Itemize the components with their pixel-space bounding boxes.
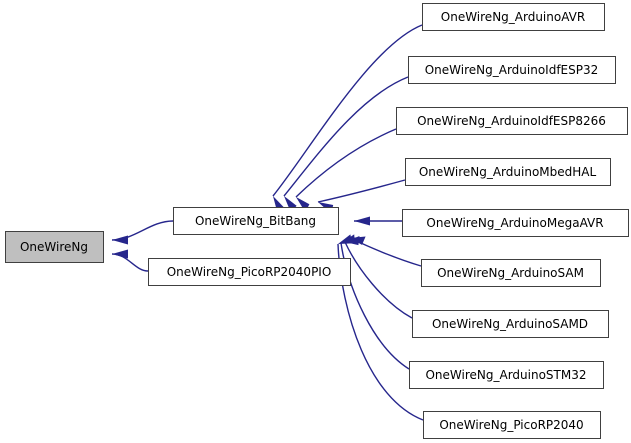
inheritance-arrowhead-icon (112, 249, 128, 259)
node-box[interactable] (396, 107, 628, 135)
node-picorp2040[interactable]: OneWireNg_PicoRP2040 (423, 411, 601, 439)
node-onewireng[interactable]: OneWireNg (5, 231, 104, 263)
node-box[interactable] (422, 3, 605, 31)
node-arduinosamd[interactable]: OneWireNg_ArduinoSAMD (412, 310, 609, 338)
node-bitbang[interactable]: OneWireNg_BitBang (173, 207, 339, 235)
node-label: OneWireNg_ArduinoSAM (437, 266, 584, 280)
node-arduinoavr[interactable]: OneWireNg_ArduinoAVR (422, 3, 605, 31)
node-box[interactable] (408, 56, 616, 84)
node-label: OneWireNg_ArduinoIdfESP8266 (417, 114, 606, 128)
node-label: OneWireNg_PicoRP2040PIO (167, 265, 332, 279)
node-label: OneWireNg_ArduinoAVR (441, 10, 585, 24)
inheritance-arrowhead-icon (354, 216, 370, 226)
edge-line (295, 128, 397, 198)
node-box[interactable] (173, 207, 339, 235)
node-label: OneWireNg_BitBang (195, 214, 316, 228)
node-box[interactable] (421, 259, 601, 287)
node-label: OneWireNg_ArduinoMegaAVR (426, 216, 603, 230)
node-label: OneWireNg_PicoRP2040 (439, 418, 583, 432)
node-arduinombedhal[interactable]: OneWireNg_ArduinoMbedHAL (405, 158, 611, 186)
node-label: OneWireNg_ArduinoSTM32 (425, 368, 586, 382)
inheritance-arrowhead-icon (112, 235, 128, 245)
node-arduinoidfesp8266[interactable]: OneWireNg_ArduinoIdfESP8266 (396, 107, 628, 135)
node-label: OneWireNg_ArduinoSAMD (432, 317, 588, 331)
edge-picorp2040pio-to-onewireng (111, 249, 149, 272)
edge-arduinoidfesp8266-to-bitbang (295, 128, 397, 213)
node-box[interactable] (148, 258, 351, 286)
node-picorp2040pio[interactable]: OneWireNg_PicoRP2040PIO (148, 258, 351, 286)
node-box[interactable] (405, 158, 611, 186)
edge-line (272, 24, 423, 197)
node-arduinomegaavr[interactable]: OneWireNg_ArduinoMegaAVR (402, 209, 629, 237)
edge-arduinoidfesp32-to-bitbang (283, 76, 409, 213)
node-box[interactable] (5, 231, 104, 263)
node-label: OneWireNg_ArduinoMbedHAL (419, 165, 597, 179)
node-box[interactable] (412, 310, 609, 338)
edge-line (317, 179, 406, 203)
edge-arduinosamd-to-bitbang (344, 236, 413, 319)
node-label: OneWireNg_ArduinoIdfESP32 (425, 63, 599, 77)
nodes-layer: OneWireNg OneWireNg_BitBangOneWireNg_Pico… (5, 3, 629, 439)
node-label: OneWireNg (20, 240, 88, 254)
node-box[interactable] (402, 209, 629, 237)
node-arduinoidfesp32[interactable]: OneWireNg_ArduinoIdfESP32 (408, 56, 616, 84)
edge-line (344, 241, 413, 319)
edge-arduinomegaavr-to-bitbang (354, 216, 402, 226)
node-arduinosam[interactable]: OneWireNg_ArduinoSAM (421, 259, 601, 287)
edge-bitbang-to-onewireng (111, 220, 174, 245)
inheritance-arrowhead-icon (338, 234, 352, 244)
node-box[interactable] (423, 411, 601, 439)
edge-arduinosam-to-bitbang (349, 236, 422, 267)
edge-line (111, 253, 149, 272)
node-box[interactable] (409, 361, 604, 389)
edge-line (283, 76, 409, 197)
edge-line (340, 242, 410, 370)
node-arduinostm32[interactable]: OneWireNg_ArduinoSTM32 (409, 361, 604, 389)
edge-line (111, 220, 174, 241)
